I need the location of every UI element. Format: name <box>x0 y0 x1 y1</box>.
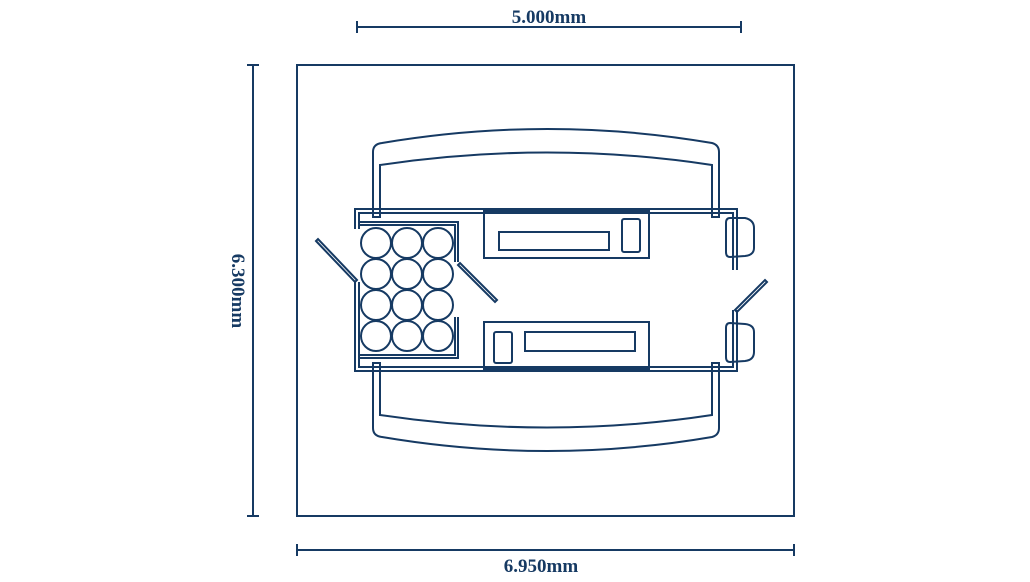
bottom-dimension-label: 6.950mm <box>504 556 579 577</box>
cylinder <box>391 258 423 290</box>
top-dimension: 5.000mm <box>356 7 742 33</box>
cylinder <box>360 258 392 290</box>
cylinder <box>391 227 423 259</box>
bottom-canopy <box>372 362 720 452</box>
cylinder <box>360 289 392 321</box>
cylinder <box>422 320 454 352</box>
storage-door <box>456 261 499 304</box>
top-dimension-label: 5.000mm <box>512 7 587 28</box>
cylinder <box>360 320 392 352</box>
cylinder <box>391 289 423 321</box>
bottom-counter <box>483 321 650 370</box>
doors <box>314 237 769 314</box>
top-counter <box>483 210 650 259</box>
right-door <box>733 278 769 314</box>
left-dimension-label: 6.300mm <box>227 254 248 329</box>
cylinder <box>422 227 454 259</box>
cylinder <box>422 258 454 290</box>
left-door <box>314 237 359 284</box>
cylinder <box>360 227 392 259</box>
plot-boundary <box>296 64 795 517</box>
cylinder <box>422 289 454 321</box>
bottom-dimension: 6.950mm <box>296 544 795 577</box>
right-fixtures <box>725 217 755 364</box>
left-dimension: 6.300mm <box>227 64 259 517</box>
storage-partition <box>359 221 459 359</box>
cylinder <box>391 320 423 352</box>
top-canopy <box>372 128 720 218</box>
cylinder-storage <box>360 227 454 352</box>
